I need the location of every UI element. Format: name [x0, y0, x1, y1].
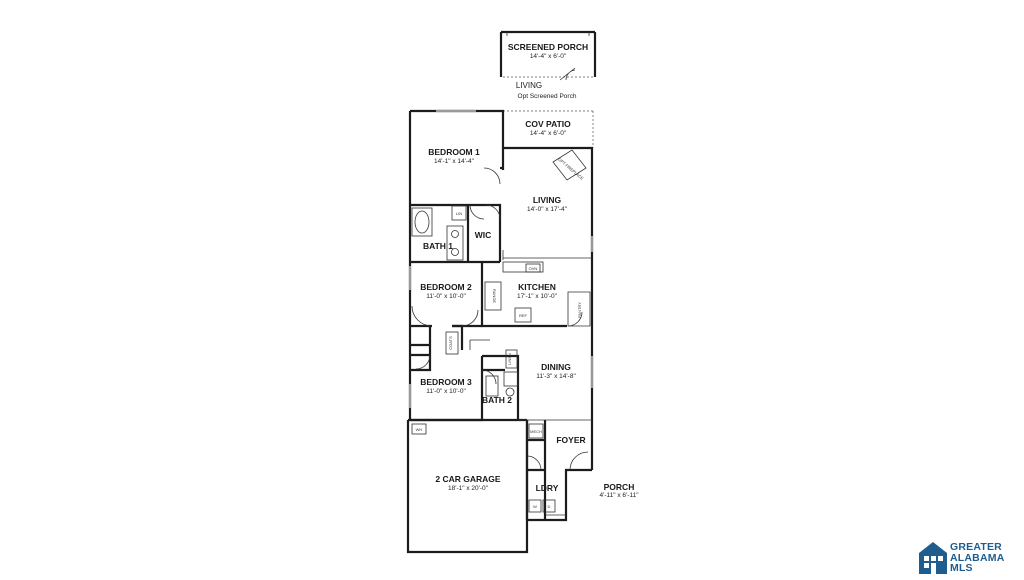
bath1-label: BATH 1 [423, 241, 453, 251]
kitchen-dimensions: 17'-1" x 10'-0" [517, 293, 558, 300]
screened-porch-dimensions: 14'-4" x 6'-0" [530, 53, 567, 60]
room-labels: BEDROOM 1 14'-1" x 14'-4" LIVING 14'-0" … [420, 147, 639, 499]
dryer-label: D [548, 504, 551, 509]
dining-dimensions: 11'-3" x 14'-8" [536, 373, 576, 380]
bedroom1-label: BEDROOM 1 [428, 147, 480, 157]
garage-label: 2 CAR GARAGE [435, 474, 501, 484]
brand-text: GREATER ALABAMA MLS [950, 542, 1004, 574]
pantry-label: PANTRY [577, 302, 582, 318]
ovn-label: OVN [529, 266, 538, 271]
ldry-label: LDRY [536, 483, 559, 493]
house-icon [919, 542, 947, 574]
dining-label: DINING [541, 362, 571, 372]
bath2-label: BATH 2 [482, 395, 512, 405]
lin-label: LIN [456, 211, 462, 216]
cov-patio-label: COV PATIO [525, 119, 571, 129]
porch-dimensions: 4'-11" x 6'-11" [599, 492, 639, 499]
opt-screened-porch-label: Opt Screened Porch [518, 93, 577, 100]
bedroom3-dimensions: 11'-0" x 10'-0" [426, 388, 466, 395]
brand-line-3: MLS [950, 562, 973, 574]
screened-porch-label: SCREENED PORCH [508, 42, 588, 52]
ref-label: REF [519, 313, 528, 318]
wh-label: WH [416, 427, 423, 432]
brand-line-1: GREATER [950, 541, 1002, 553]
living-option-label: LIVING [516, 81, 542, 90]
living-dimensions: 14'-0" x 17'-4" [527, 206, 568, 213]
brand-line-2: ALABAMA [950, 551, 1005, 564]
porch-label: PORCH [604, 482, 635, 492]
fixtures [411, 149, 591, 513]
bedroom3-label: BEDROOM 3 [420, 377, 472, 387]
interior-walls [408, 148, 592, 520]
coats-label: COATS [448, 336, 453, 350]
garage-dimensions: 18'-1" x 20'-0" [448, 485, 489, 492]
cov-patio-dimensions: 14'-4" x 6'-0" [530, 130, 567, 137]
linen-label: LINEN [507, 353, 512, 365]
foyer-label: FOYER [556, 435, 585, 445]
mech-label: MECH [530, 429, 542, 434]
bedroom1-dimensions: 14'-1" x 14'-4" [434, 158, 475, 165]
washer-label: W [533, 504, 537, 509]
screened-porch-area: SCREENED PORCH 14'-4" x 6'-0" LIVING Opt… [499, 30, 597, 100]
living-label: LIVING [533, 195, 562, 205]
range-label: RANGE [492, 289, 497, 304]
kitchen-label: KITCHEN [518, 282, 556, 292]
wic-label: WIC [475, 230, 492, 240]
bedroom2-label: BEDROOM 2 [420, 282, 472, 292]
greater-alabama-mls-logo: GREATER ALABAMA MLS [918, 541, 1024, 575]
cov-patio-area: COV PATIO 14'-4" x 6'-0" [503, 110, 594, 148]
bedroom2-dimensions: 11'-0" x 10'-0" [426, 293, 466, 300]
